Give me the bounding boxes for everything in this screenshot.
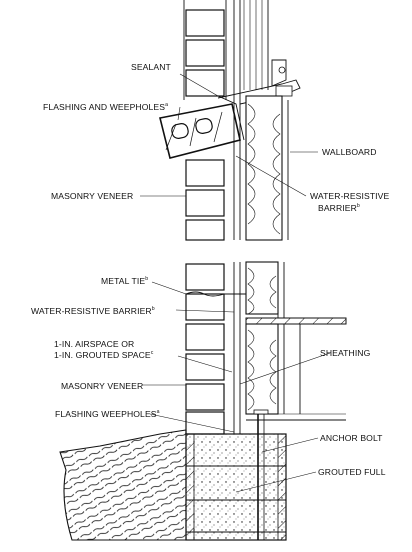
label-water-resistive-barrier-bottom: WATER-RESISTIVE BARRIERb bbox=[31, 306, 155, 316]
label-metal-tie: METAL TIEb bbox=[101, 276, 148, 286]
leaders-bottom bbox=[142, 281, 331, 493]
top-detail: SEALANT FLASHING AND WEEPHOLESa MASONRY … bbox=[43, 0, 389, 241]
label-flashing-weepholes-bottom: FLASHING WEEPHOLESa bbox=[55, 409, 160, 419]
label-grouted-full: GROUTED FULL bbox=[318, 467, 386, 477]
stud-wall-top bbox=[245, 95, 289, 241]
sill-brick bbox=[159, 95, 245, 159]
stud-wall-bottom bbox=[245, 261, 347, 421]
label-flashing-weepholes-top: FLASHING AND WEEPHOLESa bbox=[43, 102, 168, 112]
label-anchor-bolt: ANCHOR BOLT bbox=[320, 433, 383, 443]
label-water-resistive-1: WATER-RESISTIVE bbox=[310, 191, 389, 201]
bottom-detail: METAL TIEb WATER-RESISTIVE BARRIERb 1-IN… bbox=[31, 261, 386, 541]
leaders-top bbox=[140, 73, 318, 197]
label-sealant: SEALANT bbox=[131, 62, 172, 72]
metal-tie bbox=[185, 291, 248, 297]
label-airspace-2: 1-IN. GROUTED SPACEc bbox=[54, 350, 154, 360]
soil bbox=[59, 429, 187, 541]
label-masonry-veneer-top: MASONRY VENEER bbox=[51, 191, 133, 201]
label-masonry-veneer-bottom: MASONRY VENEER bbox=[61, 381, 143, 391]
foundation bbox=[185, 409, 287, 541]
masonry-veneer-bottom-bricks bbox=[185, 263, 225, 435]
cavity-top bbox=[233, 0, 269, 240]
label-sheathing: SHEATHING bbox=[320, 348, 371, 358]
label-water-resistive-2: BARRIERb bbox=[318, 203, 360, 213]
label-airspace-1: 1-IN. AIRSPACE OR bbox=[54, 339, 134, 349]
masonry-veneer-top-bricks bbox=[183, 0, 227, 241]
label-wallboard: WALLBOARD bbox=[322, 147, 377, 157]
